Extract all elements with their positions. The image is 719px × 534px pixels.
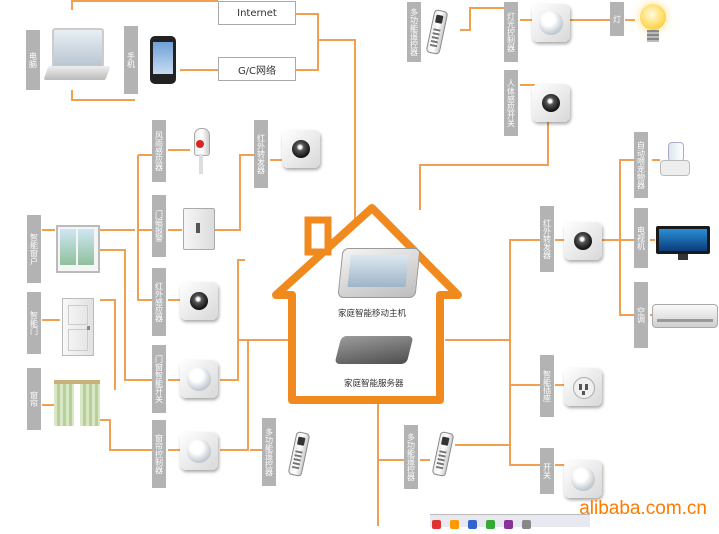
smartphone-icon	[150, 36, 176, 84]
label-lamp: 灯	[610, 2, 624, 36]
label-curtain-controller: 窗帘控制器	[152, 420, 166, 488]
toolbar-purple-icon[interactable]	[504, 520, 514, 529]
curtain-icon	[54, 380, 100, 428]
ir-detector-icon	[180, 282, 218, 320]
pet-feeder-icon	[660, 142, 690, 178]
bottom-toolbar	[430, 514, 590, 529]
ir-transponder-left-icon	[282, 130, 320, 168]
label-smart-socket: 智能插座	[540, 355, 554, 417]
label-ir-transponder-left: 红外转发器	[254, 120, 268, 188]
toolbar-blue-icon[interactable]	[468, 520, 478, 529]
door-icon	[62, 298, 94, 356]
label-rain-sensor: 风雨感应器	[152, 120, 166, 182]
label-ac: 空调	[634, 282, 648, 348]
ir-transponder-right-icon	[564, 222, 602, 260]
server-device-icon	[334, 336, 414, 364]
label-remote-left: 多功能遥控器	[262, 418, 276, 486]
label-light-controller: 灯光控制器	[504, 2, 518, 62]
label-auto-feeder: 自动喂宠物器	[634, 132, 648, 198]
watermark-text: alibaba.com.cn	[579, 498, 707, 519]
label-smart-door: 智能门	[27, 292, 41, 354]
mobile-host-label: 家庭智能移动主机	[338, 309, 407, 319]
curtain-switch-icon	[180, 360, 218, 398]
label-smart-window: 智能窗户	[27, 215, 41, 283]
tv-icon	[656, 226, 710, 262]
label-ir-transponder-right: 红外转发器	[540, 206, 554, 272]
toolbar-gray-icon[interactable]	[522, 520, 532, 529]
light-bulb-icon	[638, 4, 668, 48]
laptop-icon	[43, 28, 111, 86]
toolbar-orange-icon[interactable]	[450, 520, 460, 529]
label-tv: 电视机	[634, 208, 648, 268]
toolbar-red-icon[interactable]	[432, 520, 441, 529]
window-icon	[56, 225, 100, 273]
label-door-sensor: 门磁报警	[152, 195, 166, 257]
label-switch: 开关	[540, 448, 554, 494]
air-conditioner-icon	[652, 304, 718, 328]
rain-sensor-icon	[190, 128, 212, 178]
label-remote-top: 多功能遥控器	[407, 2, 421, 62]
label-phone: 手机	[124, 26, 138, 94]
light-controller-icon	[532, 4, 570, 42]
body-sensor-icon	[532, 84, 570, 122]
label-computer: 电脑	[26, 30, 40, 90]
label-ir-detector: 红外感应器	[152, 268, 166, 336]
toolbar-green-icon[interactable]	[486, 520, 496, 529]
label-curtain: 窗帘	[27, 368, 41, 430]
mobile-host-device-icon	[337, 248, 421, 298]
gc-network-node: G/C网络	[218, 57, 296, 81]
switch-icon	[564, 460, 602, 498]
label-curtain-switch: 门窗智能开关	[152, 345, 166, 413]
smart-socket-icon	[564, 368, 602, 406]
server-label: 家庭智能服务器	[344, 379, 404, 389]
door-sensor-icon	[183, 208, 215, 250]
curtain-controller-icon	[180, 432, 218, 470]
internet-node: Internet	[218, 1, 296, 25]
label-remote-right: 多功能遥控器	[404, 425, 418, 489]
label-body-sensor: 人体感应开关	[504, 70, 518, 136]
